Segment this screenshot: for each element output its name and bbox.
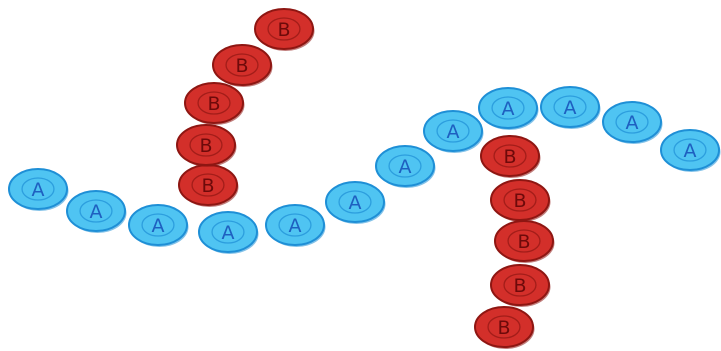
backbone-bead-2-body bbox=[66, 190, 126, 232]
backbone-bead-1-ring bbox=[21, 177, 55, 201]
branch-2-bead-1-ring bbox=[493, 144, 527, 168]
backbone-bead-4-ring bbox=[211, 220, 245, 244]
branch-2-bead-3-ring bbox=[507, 229, 541, 253]
backbone-bead-10: A bbox=[540, 86, 601, 129]
branch-2-bead-4: B bbox=[490, 264, 551, 307]
branch-1-bead-5-label: B bbox=[277, 19, 290, 41]
branch-1-bead-5: B bbox=[254, 8, 315, 51]
backbone-bead-11: A bbox=[602, 101, 663, 144]
branch-2-bead-5-ring bbox=[487, 315, 521, 339]
backbone-bead-6-body bbox=[325, 181, 385, 223]
branch-1-bead-4-ring bbox=[225, 53, 259, 77]
branch-1-bead-2-body bbox=[176, 124, 236, 166]
branch-2-bead-5-label: B bbox=[497, 317, 510, 339]
branch-1-bead-4-label: B bbox=[235, 55, 248, 77]
backbone-bead-12: A bbox=[660, 129, 721, 172]
branch-2-bead-1: B bbox=[480, 135, 541, 178]
backbone-bead-8-label: A bbox=[447, 121, 460, 143]
branch-1-bead-2: B bbox=[176, 124, 237, 167]
backbone-bead-12-ring bbox=[673, 138, 707, 162]
backbone-bead-8-body bbox=[423, 110, 483, 152]
backbone-bead-10-ring bbox=[553, 95, 587, 119]
backbone-bead-4-body bbox=[198, 211, 258, 253]
backbone-bead-7-label: A bbox=[399, 156, 412, 178]
branch-1-bead-4: B bbox=[212, 44, 273, 87]
branch-2-bead-4-body bbox=[490, 264, 550, 306]
branch-2-bead-4-ring bbox=[503, 273, 537, 297]
backbone-bead-8: A bbox=[423, 110, 484, 153]
backbone-bead-5-body bbox=[265, 204, 325, 246]
backbone-bead-9-body bbox=[478, 87, 538, 129]
branch-1-bead-1: B bbox=[178, 164, 239, 207]
branch-1-bead-5-body bbox=[254, 8, 314, 50]
branch-2-bead-4-label: B bbox=[513, 275, 526, 297]
branch-2-bead-1-label: B bbox=[503, 146, 516, 168]
branch-1-bead-4-body bbox=[212, 44, 272, 86]
branch-1-bead-1-ring bbox=[191, 173, 225, 197]
branch-2-bead-5: B bbox=[474, 306, 535, 349]
backbone-bead-7-ring bbox=[388, 154, 422, 178]
backbone-bead-2: A bbox=[66, 190, 127, 233]
branch-2-bead-3-body bbox=[494, 220, 554, 262]
backbone-bead-4-label: A bbox=[222, 222, 235, 244]
branch-1-bead-3-body bbox=[184, 82, 244, 124]
backbone-bead-9-ring bbox=[491, 96, 525, 120]
backbone-bead-7-body bbox=[375, 145, 435, 187]
backbone-bead-10-body bbox=[540, 86, 600, 128]
backbone-bead-2-label: A bbox=[90, 201, 103, 223]
backbone-bead-3-label: A bbox=[152, 215, 165, 237]
backbone-bead-6-ring bbox=[338, 190, 372, 214]
branch-2-bead-3-label: B bbox=[517, 231, 530, 253]
backbone-bead-5: A bbox=[265, 204, 326, 247]
backbone-bead-5-label: A bbox=[289, 215, 302, 237]
backbone-bead-11-body bbox=[602, 101, 662, 143]
backbone-bead-11-label: A bbox=[626, 112, 639, 134]
branch-1-bead-2-label: B bbox=[199, 135, 212, 157]
branch-2-bead-1-body bbox=[480, 135, 540, 177]
backbone-bead-3-ring bbox=[141, 213, 175, 237]
backbone-bead-2-ring bbox=[79, 199, 113, 223]
backbone-bead-4: A bbox=[198, 211, 259, 254]
branch-1-bead-3-ring bbox=[197, 91, 231, 115]
backbone-chain: A A A A A A A A A A A A bbox=[8, 86, 721, 254]
backbone-bead-12-label: A bbox=[684, 140, 697, 162]
branch-2-bead-5-body bbox=[474, 306, 534, 348]
backbone-bead-1: A bbox=[8, 168, 69, 211]
branch-1-bead-5-ring bbox=[267, 17, 301, 41]
backbone-bead-3: A bbox=[128, 204, 189, 247]
backbone-bead-1-label: A bbox=[32, 179, 45, 201]
backbone-bead-6-label: A bbox=[349, 192, 362, 214]
backbone-bead-7: A bbox=[375, 145, 436, 188]
branch-2-bead-2-ring bbox=[503, 188, 537, 212]
branch-2-bead-2-body bbox=[490, 179, 550, 221]
backbone-bead-5-ring bbox=[278, 213, 312, 237]
branch-1-bead-3-label: B bbox=[207, 93, 220, 115]
branch-2-bead-3: B bbox=[494, 220, 555, 263]
backbone-bead-10-label: A bbox=[564, 97, 577, 119]
branch-1-bead-1-label: B bbox=[201, 175, 214, 197]
branch-2-bead-2-label: B bbox=[513, 190, 526, 212]
backbone-bead-1-body bbox=[8, 168, 68, 210]
backbone-bead-6: A bbox=[325, 181, 386, 224]
branch-1-bead-3: B bbox=[184, 82, 245, 125]
backbone-bead-12-body bbox=[660, 129, 720, 171]
backbone-bead-3-body bbox=[128, 204, 188, 246]
branch-2-bead-2: B bbox=[490, 179, 551, 222]
branch-1-bead-2-ring bbox=[189, 133, 223, 157]
backbone-bead-8-ring bbox=[436, 119, 470, 143]
backbone-bead-11-ring bbox=[615, 110, 649, 134]
backbone-bead-9: A bbox=[478, 87, 539, 130]
backbone-bead-9-label: A bbox=[502, 98, 515, 120]
